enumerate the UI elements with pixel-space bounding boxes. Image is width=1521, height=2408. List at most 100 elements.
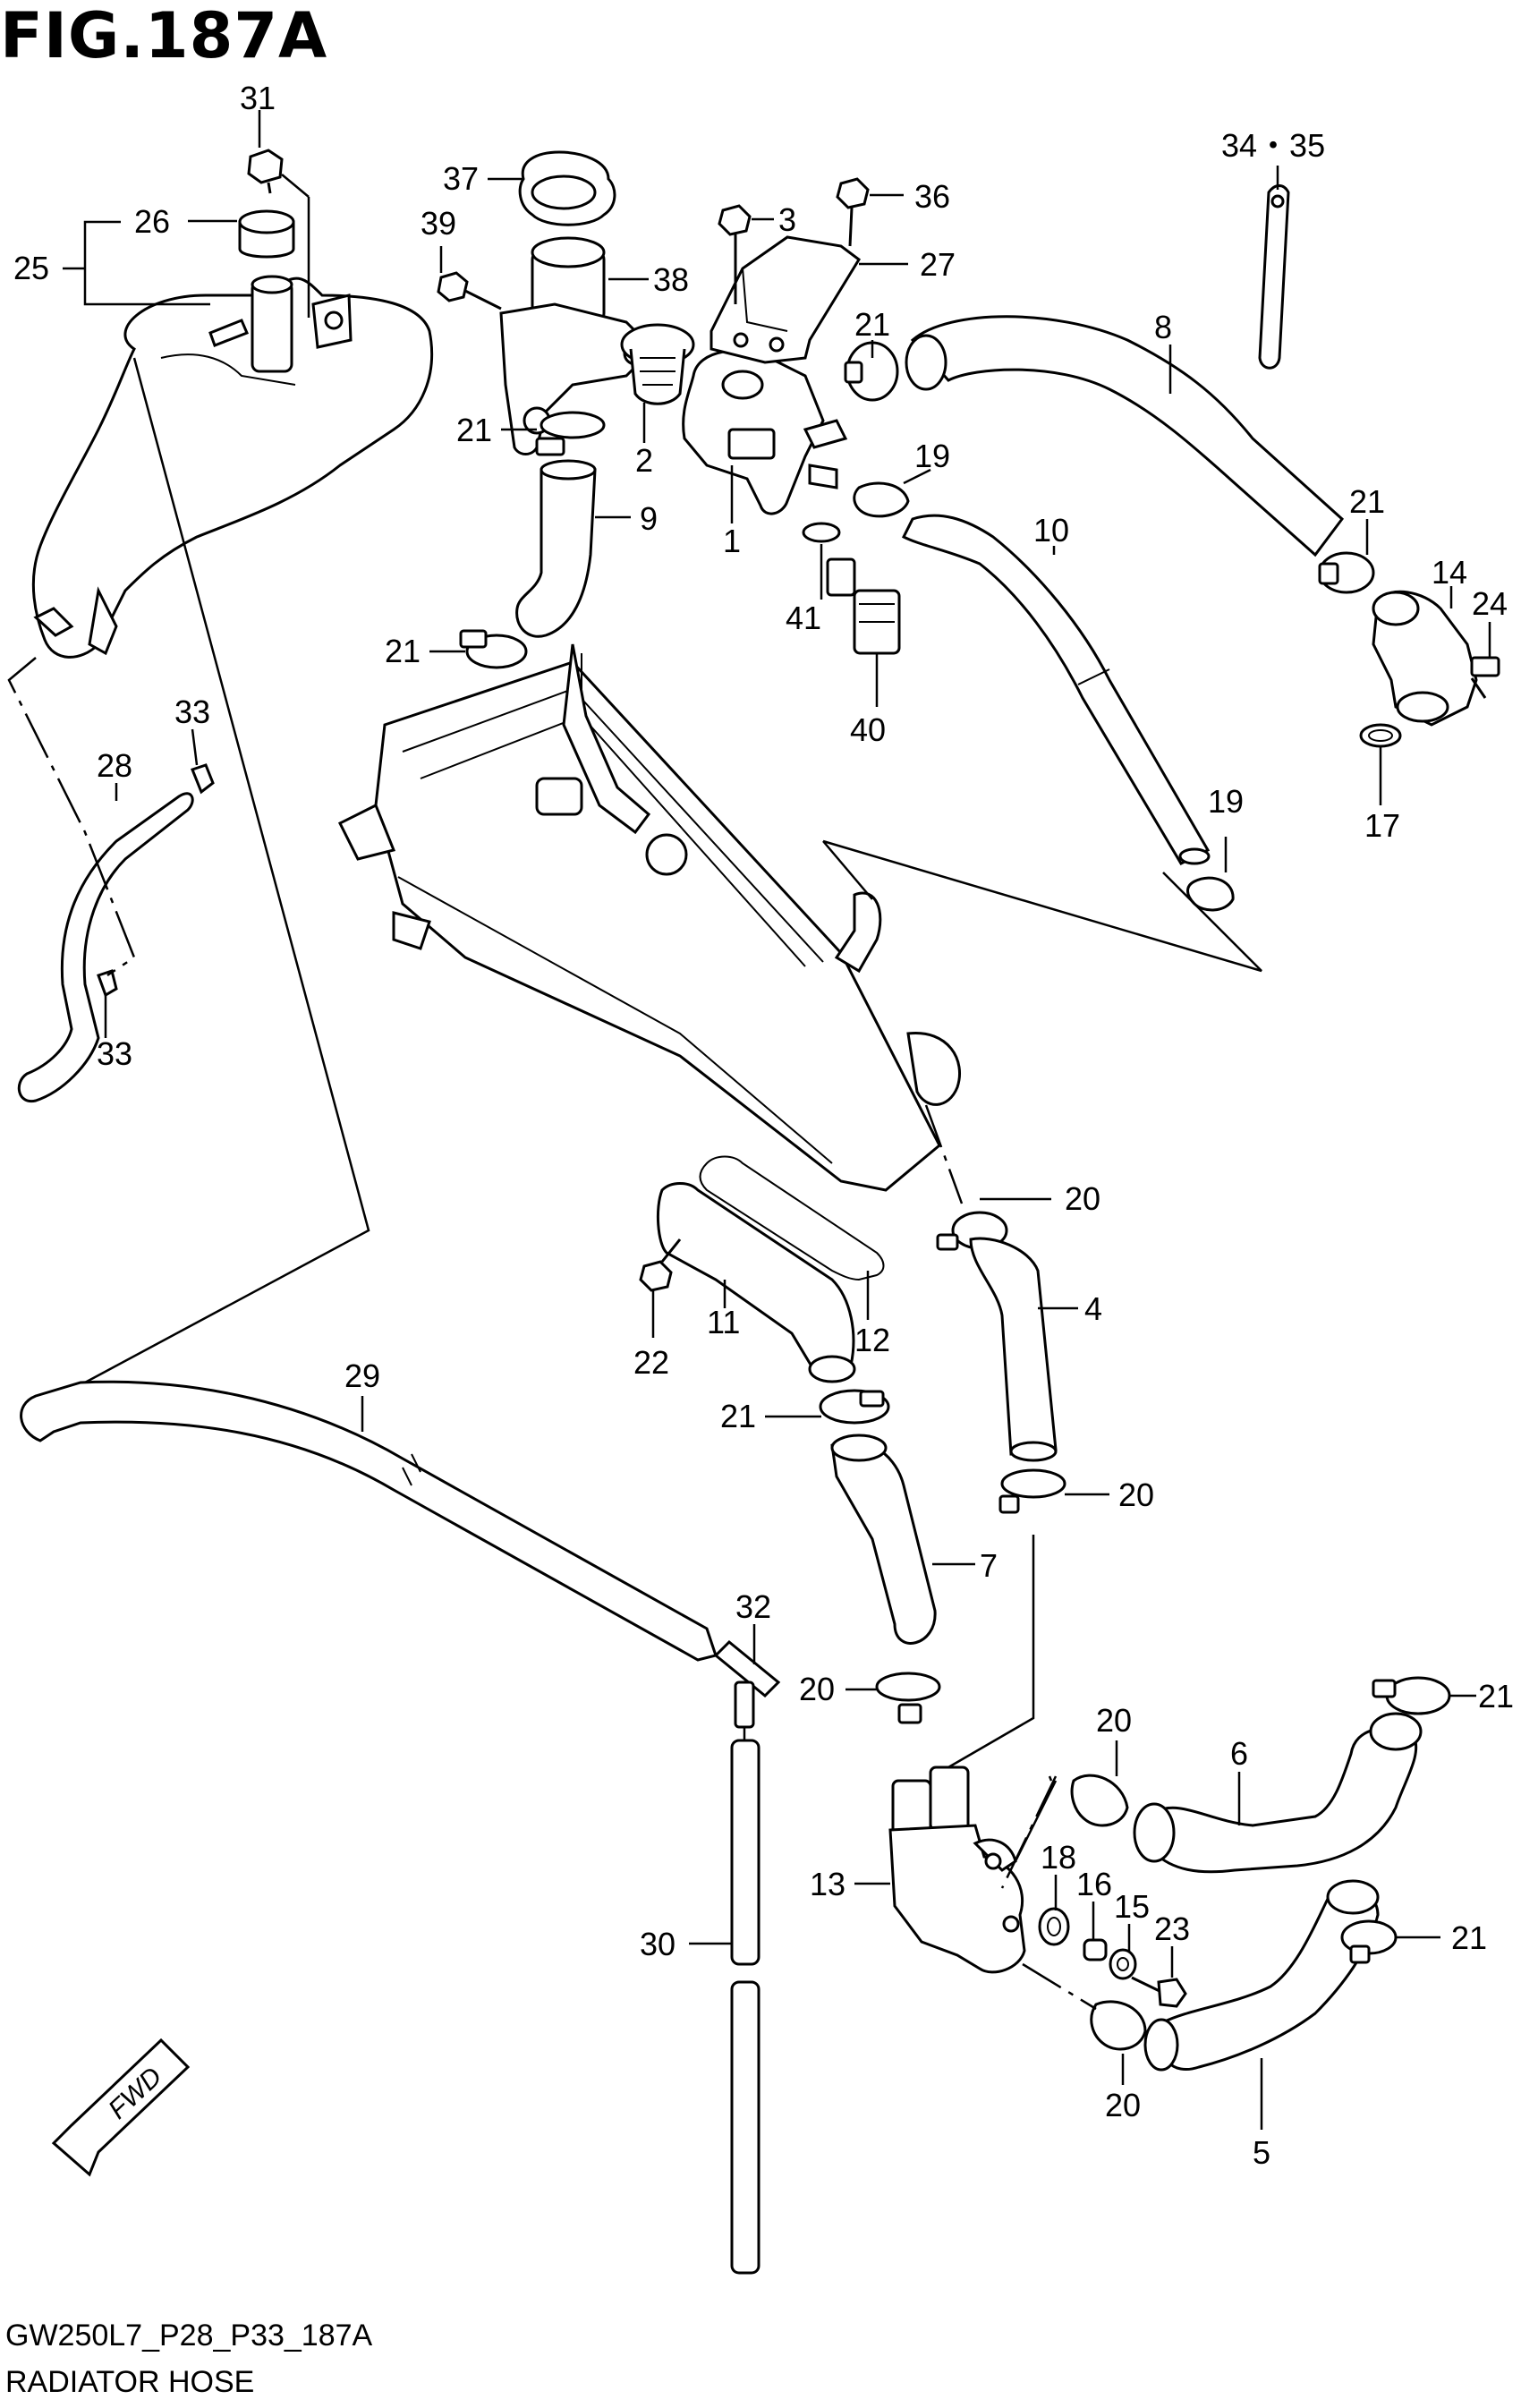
callout-7: 7 — [980, 1547, 998, 1584]
clamp-20-e — [1090, 2000, 1147, 2051]
callout-30: 30 — [640, 1926, 676, 1962]
callout-22: 22 — [633, 1344, 669, 1381]
bolt-22 — [639, 1238, 682, 1292]
callout-20-c: 20 — [799, 1671, 835, 1707]
clamp-21-f — [1372, 1676, 1451, 1715]
bolt-39 — [437, 271, 502, 311]
callout-23: 23 — [1154, 1910, 1190, 1947]
bolt-23 — [1131, 1976, 1187, 2008]
callout-13: 13 — [810, 1866, 845, 1902]
bolt-31 — [247, 149, 284, 194]
clamp-19-b — [1186, 876, 1235, 912]
clamp-33-b — [97, 969, 118, 998]
hose-10 — [901, 514, 1211, 865]
hose-28 — [17, 792, 194, 1103]
callout-10: 10 — [1033, 512, 1069, 549]
callout-28: 28 — [97, 747, 132, 784]
callout-27: 27 — [920, 246, 956, 283]
temp-sensor-40 — [826, 557, 901, 655]
callout-36: 36 — [914, 178, 950, 215]
figure-name: RADIATOR HOSE — [5, 2365, 255, 2399]
clamp-21-c — [459, 629, 528, 669]
washer-18 — [1038, 1907, 1070, 1946]
joint-pipe-13 — [888, 1766, 1026, 1974]
hose-6 — [1133, 1712, 1423, 1874]
callout-21-f: 21 — [1478, 1678, 1514, 1715]
callout-14: 14 — [1432, 554, 1467, 591]
callout-32: 32 — [735, 1588, 771, 1625]
callout-26: 26 — [134, 203, 170, 240]
callout-39: 39 — [421, 205, 456, 242]
fitting-14 — [1372, 590, 1478, 727]
strap-34-35 — [1258, 184, 1290, 370]
callout-37: 37 — [443, 160, 479, 197]
callout-20-d: 20 — [1096, 1702, 1132, 1739]
hose-8 — [905, 315, 1345, 557]
reservoir-tank — [31, 275, 434, 659]
outlet-pipe-11 — [657, 1182, 856, 1383]
callout-4: 4 — [1084, 1290, 1102, 1327]
callout-15: 15 — [1114, 1888, 1150, 1925]
hose-30 — [730, 1739, 760, 2275]
hose-5 — [1143, 1879, 1380, 2072]
clamp-20-b — [998, 1468, 1066, 1514]
callout-8: 8 — [1154, 309, 1172, 345]
clamp-21-d — [1318, 551, 1375, 594]
radiator-cap-37 — [518, 150, 616, 226]
bolt-3 — [718, 204, 752, 304]
callout-1: 1 — [723, 523, 741, 559]
washer-15 — [1109, 1948, 1137, 1980]
callout-16: 16 — [1076, 1866, 1112, 1902]
clamp-21-g — [1340, 1919, 1398, 1964]
callout-40: 40 — [850, 711, 886, 748]
assembly-dashed-lines — [7, 357, 1262, 2011]
callout-25: 25 — [13, 250, 49, 286]
collar-16 — [1083, 1938, 1108, 1961]
callout-21-d: 21 — [385, 633, 421, 669]
callout-17: 17 — [1364, 807, 1400, 844]
bolt-36 — [836, 177, 870, 247]
callout-18: 18 — [1041, 1839, 1076, 1876]
callout-3: 3 — [778, 201, 796, 238]
hose-29 — [20, 1380, 718, 1662]
callout-6: 6 — [1230, 1735, 1248, 1772]
callout-9: 9 — [640, 500, 658, 537]
callout-12: 12 — [854, 1322, 890, 1358]
callout-21-b: 21 — [456, 412, 492, 448]
callout-19-a: 19 — [914, 438, 950, 474]
bracket-27 — [710, 235, 861, 364]
callout-11: 11 — [707, 1304, 740, 1340]
callout-21-c: 21 — [1349, 483, 1385, 520]
callout-41: 41 — [786, 600, 821, 636]
callout-20-a: 20 — [1065, 1180, 1100, 1217]
leader-lines — [63, 110, 1491, 2130]
callout-33-b: 33 — [97, 1035, 132, 1072]
callout-33-a: 33 — [174, 693, 210, 730]
hose-9 — [515, 459, 597, 638]
callout-19-b: 19 — [1208, 783, 1244, 820]
callout-29: 29 — [344, 1357, 380, 1394]
figure-title: FIG.187A — [0, 0, 328, 72]
callout-20-e: 20 — [1105, 2087, 1141, 2123]
hose-7 — [830, 1434, 937, 1645]
callout-20-b: 20 — [1118, 1476, 1154, 1513]
clamp-21-a — [535, 411, 606, 456]
hose-4 — [969, 1237, 1058, 1462]
callout-34-35: 34・35 — [1221, 127, 1325, 164]
callout-21-a: 21 — [854, 306, 890, 343]
joint-32 — [713, 1639, 781, 1729]
gasket-41 — [802, 522, 841, 543]
thermostat-case-1 — [682, 349, 848, 515]
clamp-21-e — [819, 1389, 890, 1425]
filler-neck-38 — [499, 236, 656, 455]
fwd-arrow[interactable]: FWD — [51, 2038, 191, 2177]
callout-24: 24 — [1472, 585, 1508, 622]
callout-31: 31 — [240, 80, 276, 116]
reservoir-cap — [238, 209, 295, 259]
clamp-20-c — [875, 1672, 941, 1724]
thermostat-2 — [620, 323, 695, 405]
clamp-33-a — [191, 763, 215, 795]
bolt-24 — [1470, 656, 1500, 699]
callout-labels: 31 26 25 37 39 38 3 36 27 34・35 8 21 21 … — [13, 80, 1514, 2171]
clamp-19-a — [853, 481, 910, 518]
